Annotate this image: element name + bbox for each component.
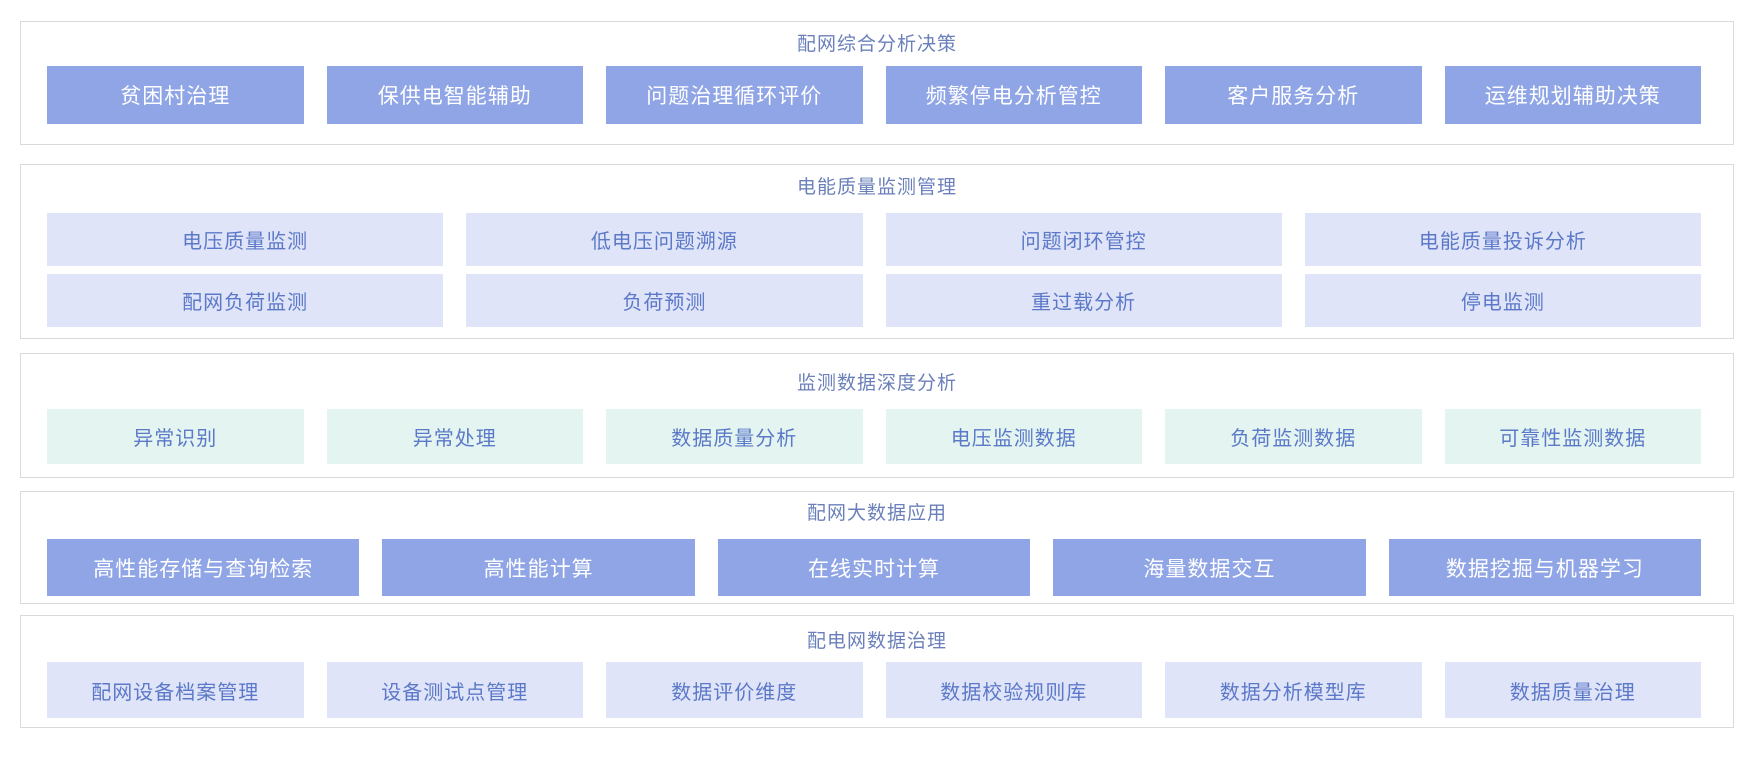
panel-title-distribution-big-data-application: 配网大数据应用 <box>806 503 947 524</box>
module-tile[interactable]: 负荷监测数据 <box>1165 409 1422 464</box>
tile-row: 高性能存储与查询检索高性能计算在线实时计算海量数据交互数据挖掘与机器学习 <box>21 539 1733 596</box>
module-tile[interactable]: 高性能存储与查询检索 <box>47 539 360 596</box>
module-tile[interactable]: 数据评价维度 <box>606 662 863 718</box>
module-tile[interactable]: 可靠性监测数据 <box>1444 409 1701 464</box>
panel-distribution-network-data-governance: 配电网数据治理配网设备档案管理设备测试点管理数据评价维度数据校验规则库数据分析模… <box>20 615 1734 728</box>
module-tile[interactable]: 异常处理 <box>326 409 583 464</box>
module-tile[interactable]: 运维规划辅助决策 <box>1444 66 1701 124</box>
module-tile[interactable]: 设备测试点管理 <box>326 662 583 718</box>
panel-distribution-big-data-application: 配网大数据应用高性能存储与查询检索高性能计算在线实时计算海量数据交互数据挖掘与机… <box>20 491 1734 604</box>
module-tile[interactable]: 频繁停电分析管控 <box>885 66 1142 124</box>
module-tile[interactable]: 问题闭环管控 <box>885 213 1282 266</box>
module-tile[interactable]: 数据分析模型库 <box>1165 662 1422 718</box>
module-tile[interactable]: 贫困村治理 <box>47 66 304 124</box>
module-tile[interactable]: 海量数据交互 <box>1053 539 1366 596</box>
module-tile[interactable]: 重过载分析 <box>885 274 1282 327</box>
module-tile[interactable]: 在线实时计算 <box>717 539 1031 596</box>
panel-monitoring-data-deep-analysis: 监测数据深度分析异常识别异常处理数据质量分析电压监测数据负荷监测数据可靠性监测数… <box>20 353 1734 478</box>
panel-power-quality-monitoring-management: 电能质量监测管理电压质量监测低电压问题溯源问题闭环管控电能质量投诉分析配网负荷监… <box>20 164 1734 339</box>
module-tile[interactable]: 数据质量治理 <box>1444 662 1701 718</box>
panel-title-power-quality-monitoring-management: 电能质量监测管理 <box>796 177 957 198</box>
module-tile[interactable]: 配网设备档案管理 <box>47 662 304 718</box>
module-tile[interactable]: 电能质量投诉分析 <box>1304 213 1701 266</box>
module-tile[interactable]: 停电监测 <box>1304 274 1701 327</box>
panel-title-monitoring-data-deep-analysis: 监测数据深度分析 <box>796 373 957 394</box>
module-tile[interactable]: 电压监测数据 <box>885 409 1142 464</box>
module-tile[interactable]: 数据校验规则库 <box>885 662 1142 718</box>
module-tile[interactable]: 配网负荷监测 <box>47 274 444 327</box>
module-tile[interactable]: 数据质量分析 <box>606 409 863 464</box>
module-tile[interactable]: 负荷预测 <box>466 274 863 327</box>
tile-row: 电压质量监测低电压问题溯源问题闭环管控电能质量投诉分析 <box>21 213 1733 266</box>
panel-distribution-comprehensive-analysis: 配网综合分析决策贫困村治理保供电智能辅助问题治理循环评价频繁停电分析管控客户服务… <box>20 21 1734 145</box>
module-tile[interactable]: 保供电智能辅助 <box>326 66 583 124</box>
module-tile[interactable]: 问题治理循环评价 <box>606 66 863 124</box>
module-tile[interactable]: 高性能计算 <box>382 539 695 596</box>
tile-row: 配网设备档案管理设备测试点管理数据评价维度数据校验规则库数据分析模型库数据质量治… <box>21 662 1733 718</box>
tile-row: 贫困村治理保供电智能辅助问题治理循环评价频繁停电分析管控客户服务分析运维规划辅助… <box>21 66 1733 124</box>
module-tile[interactable]: 异常识别 <box>47 409 304 464</box>
module-tile[interactable]: 电压质量监测 <box>47 213 444 266</box>
panel-title-distribution-network-data-governance: 配电网数据治理 <box>806 631 947 652</box>
module-tile[interactable]: 数据挖掘与机器学习 <box>1388 539 1702 596</box>
architecture-panels: 配网综合分析决策贫困村治理保供电智能辅助问题治理循环评价频繁停电分析管控客户服务… <box>0 21 1754 728</box>
tile-row: 配网负荷监测负荷预测重过载分析停电监测 <box>21 274 1733 327</box>
panel-title-distribution-comprehensive-analysis: 配网综合分析决策 <box>796 34 957 55</box>
module-tile[interactable]: 客户服务分析 <box>1165 66 1422 124</box>
tile-row: 异常识别异常处理数据质量分析电压监测数据负荷监测数据可靠性监测数据 <box>21 409 1733 464</box>
module-tile[interactable]: 低电压问题溯源 <box>466 213 863 266</box>
